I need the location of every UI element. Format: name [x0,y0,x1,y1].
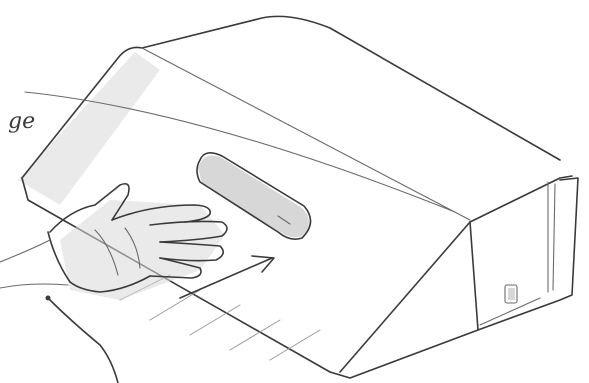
callout-label: ge [8,109,35,134]
enclosure-sketch [18,16,578,378]
callout-leader [46,296,119,383]
hand-sketch [0,184,227,300]
